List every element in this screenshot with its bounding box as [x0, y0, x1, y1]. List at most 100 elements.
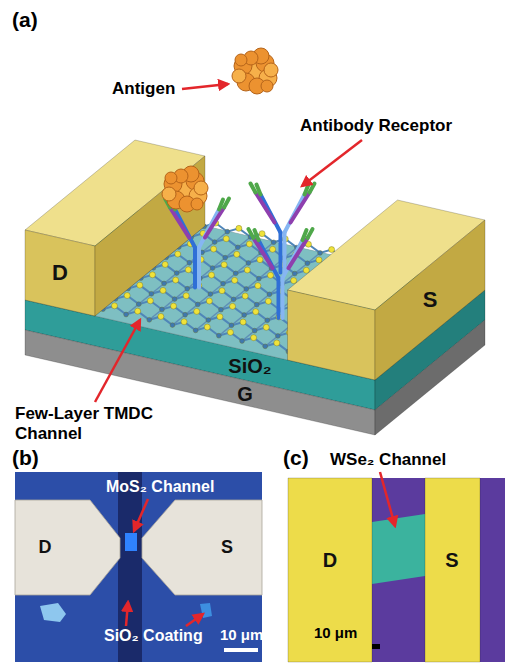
lattice-atom	[234, 251, 240, 257]
antigen-lobe	[162, 187, 176, 201]
wse2-micrograph	[288, 478, 505, 662]
node-label: D	[39, 538, 52, 556]
lattice-atom	[232, 277, 238, 283]
callout-label: SiO₂ Coating	[104, 627, 203, 646]
lattice-atom	[175, 251, 181, 257]
antigen-lobe	[235, 54, 247, 66]
lattice-atom	[263, 344, 268, 349]
lattice-atom	[235, 245, 240, 250]
antibody-chain	[256, 193, 275, 223]
lattice-atom	[240, 339, 245, 344]
panel-letter: (c)	[283, 446, 309, 471]
lattice-atom	[211, 246, 217, 252]
callout-label: WSe₂ Channel	[330, 450, 446, 470]
scale-bar	[224, 648, 258, 652]
node-outline	[25, 140, 205, 316]
lattice-atom	[265, 298, 271, 304]
lattice-atom	[259, 231, 265, 237]
node-face	[95, 156, 205, 316]
lattice-atom	[246, 261, 251, 266]
node-label: S	[423, 289, 438, 311]
lattice-atom	[210, 266, 215, 271]
antigen-lobe	[264, 63, 278, 77]
lattice-atom	[171, 303, 177, 309]
lattice-atom	[229, 323, 234, 328]
source-pad: S	[142, 500, 262, 595]
lattice-atom	[223, 236, 229, 242]
lattice-atom	[246, 241, 252, 247]
lattice-atom	[230, 303, 236, 309]
lattice-atom	[111, 303, 117, 309]
lattice-atom	[170, 323, 175, 328]
antibody-chain	[277, 278, 281, 318]
lattice-atom	[212, 240, 217, 245]
node-label: S	[221, 538, 233, 556]
node-label: D	[323, 550, 337, 570]
lattice-atom	[136, 302, 141, 307]
drain-electrode: D	[25, 140, 205, 316]
node-face	[425, 478, 480, 662]
lattice-atom	[160, 307, 165, 312]
leader-arrow	[380, 472, 395, 526]
source-electrode: S	[287, 200, 485, 380]
antibody-chain	[197, 248, 201, 288]
panel-letter: (b)	[12, 446, 39, 471]
leader-arrow	[134, 499, 148, 531]
lattice-atom	[137, 282, 143, 288]
callout-label: Few-Layer TMDC Channel	[15, 404, 165, 444]
lattice-atom	[271, 240, 276, 245]
lattice-atom	[267, 272, 273, 278]
lattice-atom	[124, 293, 130, 299]
antibody-chain	[281, 278, 285, 318]
node-label: SiO₂	[228, 356, 271, 376]
lattice-atom	[195, 302, 200, 307]
node-face	[288, 478, 372, 662]
drain-pad: D	[15, 500, 120, 595]
lattice-atom	[265, 318, 270, 323]
lattice-atom	[124, 312, 129, 317]
lattice-atom	[147, 298, 153, 304]
lattice-atom	[267, 292, 272, 297]
lattice-atom	[242, 313, 247, 318]
lattice-atom	[240, 319, 246, 325]
lattice-atom	[253, 309, 259, 315]
lattice-atom	[305, 261, 310, 266]
lattice-atom	[219, 307, 224, 312]
lattice-atom	[225, 229, 230, 234]
node-label: G	[237, 384, 253, 404]
lattice-atom	[223, 255, 228, 260]
lattice-atom	[147, 317, 152, 322]
leader-arrow	[126, 602, 128, 626]
antibody-chain	[283, 233, 287, 273]
lattice-atom	[158, 313, 164, 319]
lattice-atom	[216, 333, 221, 338]
lattice-atom	[173, 277, 179, 283]
lattice-atom	[183, 293, 189, 299]
lattice-atom	[193, 328, 198, 333]
wse2-flake	[372, 514, 425, 584]
antigen-lobe	[232, 69, 246, 83]
lattice-atom	[291, 278, 297, 284]
lattice-atom	[227, 329, 233, 335]
node-outline	[15, 500, 120, 595]
callout-label: MoS₂ Channel	[106, 478, 214, 497]
lattice-atom	[329, 247, 335, 253]
scale-bar-label: 10 μm	[314, 624, 357, 642]
antigen-lobe	[165, 172, 177, 184]
lattice-atom	[194, 308, 200, 314]
lattice-atom	[219, 288, 225, 294]
substrate-background	[288, 478, 505, 662]
lattice-atom	[172, 297, 177, 302]
lattice-atom	[187, 260, 192, 265]
antibody-chain	[308, 229, 313, 238]
antigen	[232, 48, 278, 94]
lattice-atom	[174, 271, 179, 276]
flake	[40, 603, 66, 622]
lattice-atom	[252, 328, 257, 333]
antibody-chain	[193, 248, 197, 288]
lattice-atom	[204, 324, 210, 330]
lattice-atom	[270, 246, 276, 252]
callout-label: Antibody Receptor	[300, 116, 452, 136]
